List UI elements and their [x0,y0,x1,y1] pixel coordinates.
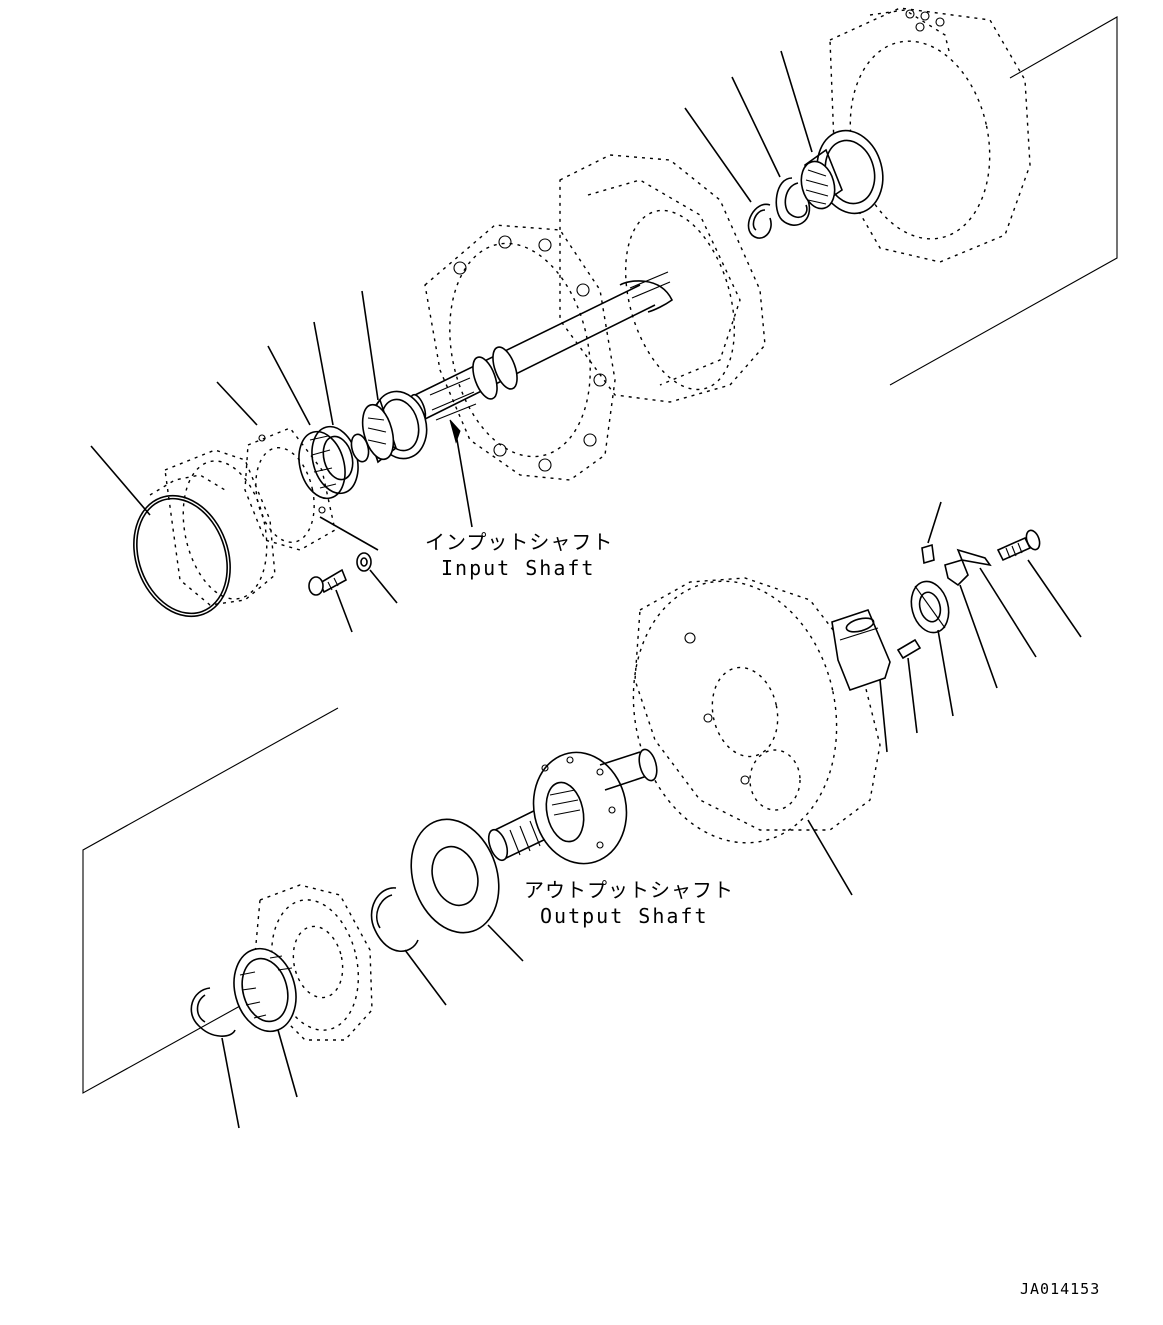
input-gear-rear [800,129,884,215]
output-shaft [487,748,658,865]
leader-lines-upper [90,50,813,633]
thrust-washer [410,818,500,934]
bearing-upper [298,425,370,500]
lower-frame-line [82,707,339,1094]
drawing-id: JA014153 [1020,1280,1100,1298]
input-shaft [409,271,674,423]
middle-case [559,154,766,403]
nut-small [921,543,935,565]
snap-ring-lower-middle [370,887,419,953]
snap-ring-upper-small [747,203,772,239]
upper-frame-line [889,16,1118,386]
snap-ring-lower-left [190,987,236,1037]
o-ring [133,494,231,618]
output-housing [632,577,881,844]
output-gear [254,884,373,1041]
input-shaft-label-en: Input Shaft [441,556,595,580]
output-shaft-assembly: アウトプットシャフト Output Shaft [82,501,1082,1129]
end-cover [149,449,276,606]
lock-plate [944,548,992,587]
leader-lines-lower [221,501,1082,1129]
front-housing [424,224,616,481]
washer-upper [356,552,372,572]
input-shaft-assembly: インプットシャフト Input Shaft [90,7,1118,633]
input-gear-front [361,390,428,464]
bearing-lower [233,947,297,1033]
input-shaft-label-jp: インプットシャフト [425,530,613,554]
input-shaft-arrow [449,419,473,528]
pin [896,638,922,660]
lock-nut [910,580,950,634]
output-shaft-label-jp: アウトプットシャフト [524,878,734,902]
bolt-upper [308,568,348,596]
snap-ring-upper-large [775,177,811,226]
bolt-lower [996,529,1041,562]
retainer-ring [831,609,891,692]
output-shaft-label-en: Output Shaft [540,904,709,928]
